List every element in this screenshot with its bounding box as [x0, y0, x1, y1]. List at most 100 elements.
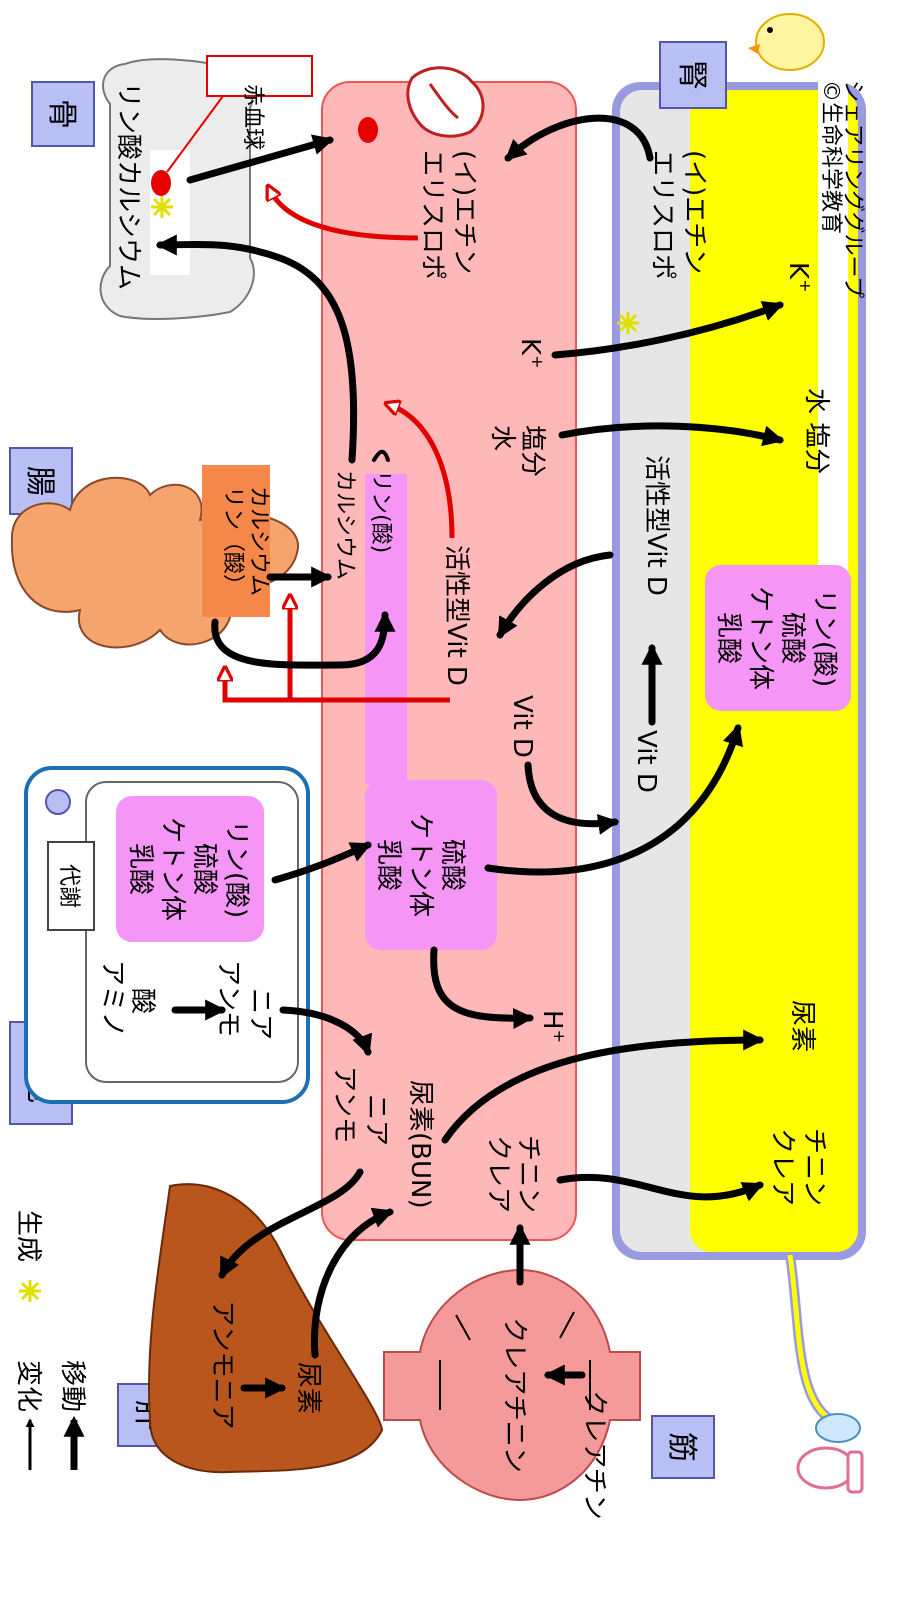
- arrow-creatinine-to-urine: [556, 1173, 764, 1202]
- metabolism-label: 代謝: [56, 864, 81, 908]
- legend-move-label: 移動: [57, 1360, 87, 1412]
- intestine: リン（酸） カルシウム: [10, 465, 300, 649]
- blood-ammonia-label-1: アンモ: [329, 1066, 359, 1143]
- blood-calcium-label: カルシウム: [332, 470, 357, 580]
- legend-change-label: 変化: [13, 1360, 43, 1412]
- arrow-vitd-blood-to-kidney: [524, 761, 620, 835]
- arrow-cell-acids-to-blood: [271, 841, 372, 884]
- blood-salt-label: 塩分: [517, 425, 547, 477]
- arrow-fork: [372, 449, 390, 462]
- arrow-blood-ca-to-bone: [155, 234, 358, 464]
- kidney-urea-label: 尿素: [787, 1000, 817, 1052]
- muscle-shape: [383, 1268, 641, 1502]
- muscle: クレアチニン クレアチン: [383, 1268, 641, 1520]
- cell-products-box: [116, 796, 264, 942]
- movement-arrows: [155, 114, 785, 1399]
- blood-erythropoietin-label-2: (イ)エチン: [449, 150, 479, 274]
- bone: 赤血球 リン酸カルシウム: [99, 55, 313, 320]
- cell-ammonia-label-2: ニア: [245, 988, 275, 1040]
- kidney-labels: エリスロポ (イ)エチン 活性型Vit D Vit D K+ 水 塩分 乳酸 ケ…: [617, 150, 851, 1206]
- heart-icon: [406, 66, 485, 138]
- arrow-phosphate-intestine-to-blood: [211, 610, 396, 669]
- svg-text:腎: 腎: [674, 60, 709, 90]
- arrow-acids-to-proton: [430, 946, 535, 1029]
- cell-lactic-acid-label: 乳酸: [125, 843, 155, 895]
- stim-vitd-to-phosphate: [225, 672, 290, 703]
- arrow-liver-urea-to-blood: [310, 1207, 394, 1359]
- arrow-blood-acids-to-urine: [484, 723, 744, 876]
- legend-generate-label: 生成: [13, 1210, 43, 1262]
- bone-generate-star-icon: [151, 196, 173, 218]
- arrow-epo-kidney-to-blood: [504, 114, 654, 162]
- blood-bun-label: 尿素(BUN): [405, 1080, 435, 1209]
- liver: アンモニア 尿素: [148, 1183, 384, 1474]
- arrow-bun-to-urine: [441, 1029, 765, 1144]
- muscle-creatinine-label: クレアチニン: [499, 1317, 529, 1472]
- rbc-callout-line: [166, 91, 227, 173]
- cell-amino-acid-label-1: アミノ: [97, 960, 127, 1037]
- liver-urea-label: 尿素: [293, 1362, 323, 1414]
- blood-lactic-acid-label: 乳酸: [373, 839, 403, 891]
- kidney-lactic-acid-label: 乳酸: [713, 612, 743, 664]
- muscle-fiber-line: [559, 1311, 575, 1339]
- kidney-active-vitd-label: 活性型Vit D: [641, 455, 671, 596]
- blood-erythropoietin-label-1: エリスロポ: [417, 150, 447, 280]
- liver-ammonia-label: アンモニア: [207, 1301, 237, 1430]
- stim-vitd-to-bone: [390, 405, 455, 539]
- kidney-creatinine-label-1: クレア: [767, 1128, 797, 1206]
- tag-bone: 骨: [31, 81, 95, 147]
- blood-rbc-icon: [358, 117, 378, 143]
- cell-amino-acid-label-2: 酸: [127, 988, 157, 1014]
- cell-sulfate-label: 硫酸: [189, 843, 219, 895]
- blood-vitd-label: Vit D: [507, 695, 537, 758]
- kidney-potassium-label: K+: [783, 262, 815, 292]
- muscle-creatine-label: クレアチン: [579, 1390, 609, 1519]
- arrow-cell-ammonia-to-blood: [279, 1006, 373, 1056]
- arrow-blood-ammonia-to-liver: [218, 1168, 364, 1279]
- blood-creatinine-label-1: クレア: [483, 1135, 513, 1213]
- blood-active-vitd-label: 活性型Vit D: [441, 545, 471, 686]
- blood-ketone-label: ケトン体: [405, 813, 435, 917]
- blood-proton-label: H+: [537, 1010, 569, 1043]
- kidney-ketone-label: ケトン体: [745, 586, 775, 690]
- blood-labels: エリスロポ (イ)エチン カルシウム リン(酸) 活性型Vit D 水 塩分 K…: [329, 66, 569, 1213]
- kidney-erythropoietin-label-2: (イ)エチン: [679, 150, 709, 274]
- metabolism-box: [47, 841, 95, 931]
- muscle-fiber-line: [455, 1314, 471, 1341]
- svg-text:筋: 筋: [664, 1432, 699, 1462]
- copyright: ©生命科学教育 シェアリンググループ: [818, 80, 865, 298]
- tag-muscle: 筋: [651, 1415, 715, 1479]
- bone-rbc-icon: [151, 170, 171, 196]
- intestine-phosphate-label: リン（酸）: [220, 486, 245, 596]
- copyright-line-1: ©生命科学教育: [818, 80, 843, 234]
- bone-calcium-phosphate-label: リン酸カルシウム: [113, 82, 143, 290]
- kidney-generate-star-icon: [617, 312, 639, 334]
- kidney-vitd-label: Vit D: [631, 730, 661, 793]
- blood-sulfate-label: 硫酸: [437, 839, 467, 891]
- rbc-callout-box: [206, 55, 313, 97]
- cell-ketone-label: ケトン体: [157, 817, 187, 921]
- cell: 代謝 乳酸 ケトン体 硫酸 リン(酸) アミノ 酸 アンモ ニア: [24, 766, 310, 1104]
- blood-potassium-label: K+: [515, 338, 547, 368]
- arrow-active-vitd-kidney-to-blood: [496, 551, 614, 639]
- stim-epo-to-marrow: [270, 190, 419, 241]
- blood-creatinine-label-2: チニン: [513, 1135, 543, 1213]
- kidney-erythropoietin-label-1: エリスロポ: [647, 150, 677, 280]
- intestine-calcium-label: カルシウム: [246, 486, 271, 596]
- tag-kidney: 腎: [659, 41, 727, 109]
- blood-water-label: 水: [487, 425, 517, 451]
- kidney-sulfate-label: 硫酸: [777, 612, 807, 664]
- kidney-phosphate-label: リン(酸): [809, 589, 839, 687]
- svg-text:腸: 腸: [22, 466, 57, 496]
- rbc-callout-label: 赤血球: [240, 84, 265, 150]
- cell-phosphate-label: リン(酸): [221, 820, 251, 918]
- kidney-creatinine-label-2: チニン: [799, 1128, 829, 1206]
- intestine-absorption-box: [202, 465, 270, 617]
- liver-shape: [148, 1183, 384, 1474]
- kidney-excreted-box: [705, 565, 851, 711]
- blood-acids-box: [365, 780, 497, 950]
- cell-ammonia-label-1: アンモ: [213, 960, 243, 1037]
- chick-mascot-icon: [748, 13, 825, 71]
